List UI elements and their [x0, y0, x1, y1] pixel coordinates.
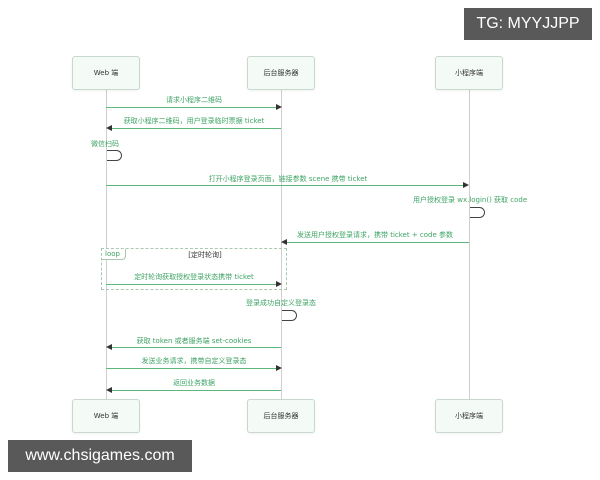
- message-arrow: [106, 368, 276, 369]
- message-label: 返回业务数据: [173, 379, 215, 387]
- message-label: 发送用户授权登录请求，携带 ticket + code 参数: [296, 231, 454, 239]
- self-call-loop-icon: [107, 150, 122, 161]
- arrowhead-right-icon: [276, 281, 282, 287]
- actor-miniprogram-top: 小程序端: [435, 56, 503, 90]
- arrowhead-left-icon: [106, 125, 112, 131]
- message-label: 发送业务请求，携带自定义登录态: [141, 357, 247, 365]
- actor-server-bottom: 后台服务器: [247, 399, 315, 433]
- message-arrow: [106, 284, 276, 285]
- arrowhead-right-icon: [463, 182, 469, 188]
- message-arrow: [111, 347, 281, 348]
- message-arrow: [111, 128, 281, 129]
- self-call-loop-icon: [282, 310, 297, 321]
- actor-web-bottom: Web 端: [72, 399, 140, 433]
- message-arrow: [111, 390, 281, 391]
- message-arrow: [106, 107, 276, 108]
- message-arrow: [287, 242, 469, 243]
- arrowhead-left-icon: [281, 239, 287, 245]
- loop-tag: loop: [102, 249, 126, 260]
- watermark-bottom-left: www.chsigames.com: [8, 440, 192, 472]
- lifeline-miniprogram: [469, 89, 470, 399]
- message-label: 获取 token 或者服务端 set-cookies: [136, 337, 252, 345]
- actor-web-top: Web 端: [72, 56, 140, 90]
- message-label: 登录成功自定义登录态: [246, 299, 316, 307]
- loop-fragment: loop: [101, 248, 287, 290]
- arrowhead-right-icon: [276, 365, 282, 371]
- self-call-loop-icon: [470, 207, 485, 218]
- message-arrow: [106, 185, 463, 186]
- arrowhead-left-icon: [106, 344, 112, 350]
- watermark-top-right: TG: MYYJJPP: [464, 8, 592, 40]
- arrowhead-left-icon: [106, 387, 112, 393]
- actor-miniprogram-bottom: 小程序端: [435, 399, 503, 433]
- arrowhead-right-icon: [276, 104, 282, 110]
- message-label: 微信扫码: [91, 140, 119, 148]
- message-label: 获取小程序二维码，用户登录临时票据 ticket: [123, 117, 265, 125]
- loop-condition: [定时轮询]: [188, 251, 222, 259]
- message-label: 定时轮询获取授权登录状态携带 ticket: [134, 273, 254, 281]
- message-label: 请求小程序二维码: [166, 96, 222, 104]
- message-label: 用户授权登录 wx.login() 获取 code: [413, 196, 528, 204]
- actor-server-top: 后台服务器: [247, 56, 315, 90]
- lifeline-web: [106, 89, 107, 399]
- message-label: 打开小程序登录页面，链接参数 scene 携带 ticket: [208, 175, 368, 183]
